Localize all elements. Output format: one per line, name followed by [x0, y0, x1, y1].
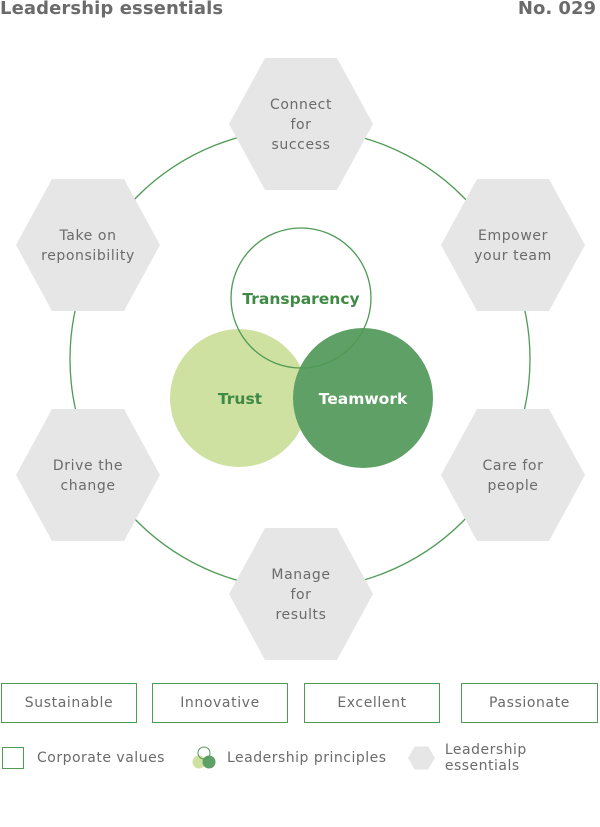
hexagon-shape	[229, 528, 373, 660]
essential-label-line: change	[60, 478, 115, 494]
legend-leadership-principles: Leadership principles	[191, 745, 387, 771]
principles-venn: Transparency Trust Teamwork	[170, 227, 433, 468]
hexagon-shape	[16, 409, 160, 541]
essential-label-line: for	[290, 587, 311, 603]
transparency-circle	[230, 227, 372, 369]
legend-corporate-values: Corporate values	[2, 745, 165, 771]
hexagon-shape	[441, 409, 585, 541]
legend-leadership-essentials-label: Leadership essentials	[444, 742, 527, 774]
value-excellent: Excellent	[304, 683, 440, 723]
essential-label-line: Care for	[483, 458, 544, 474]
essential-manage-for-results: Manage for results	[229, 528, 373, 660]
hexagon-shape	[441, 179, 585, 311]
essential-connect-for-success: Connect for success	[229, 58, 373, 190]
trust-label: Trust	[218, 390, 263, 408]
hexagon-icon	[408, 746, 435, 770]
teamwork-label: Teamwork	[319, 390, 408, 408]
hexagon-shape	[16, 179, 160, 311]
essential-drive-the-change: Drive the change	[16, 409, 160, 541]
value-passionate: Passionate	[461, 683, 598, 723]
essential-label-line: people	[487, 478, 538, 494]
essential-label-line: Drive the	[53, 458, 123, 474]
essential-label-line: success	[272, 137, 331, 153]
essential-label-line: Take on	[58, 228, 116, 244]
venn-icon	[192, 746, 216, 769]
hexagon-shape	[229, 58, 373, 190]
legend-leadership-principles-label: Leadership principles	[227, 750, 387, 766]
essentials-ring	[69, 128, 531, 590]
essential-label-line: results	[275, 607, 326, 623]
essential-label-line: Manage	[271, 567, 330, 583]
trust-circle	[170, 329, 308, 467]
essential-take-on-responsibility: Take on reponsibility	[16, 179, 160, 311]
value-innovative: Innovative	[152, 683, 288, 723]
square-icon	[2, 747, 24, 769]
value-sustainable: Sustainable	[1, 683, 137, 723]
essential-label-line: Connect	[270, 97, 332, 113]
transparency-label: Transparency	[242, 290, 359, 308]
legend-corporate-values-label: Corporate values	[37, 750, 165, 766]
legend-leadership-essentials: Leadership essentials	[408, 742, 600, 774]
essential-label-line: for	[290, 117, 311, 133]
essential-empower-your-team: Empower your team	[441, 179, 585, 311]
page-number: No. 029	[517, 0, 596, 19]
essential-care-for-people: Care for people	[441, 409, 585, 541]
essential-label-line: reponsibility	[41, 248, 135, 264]
essential-label-line: your team	[474, 248, 552, 264]
essential-label-line: Empower	[478, 228, 548, 244]
page-title: Leadership essentials	[0, 0, 224, 19]
